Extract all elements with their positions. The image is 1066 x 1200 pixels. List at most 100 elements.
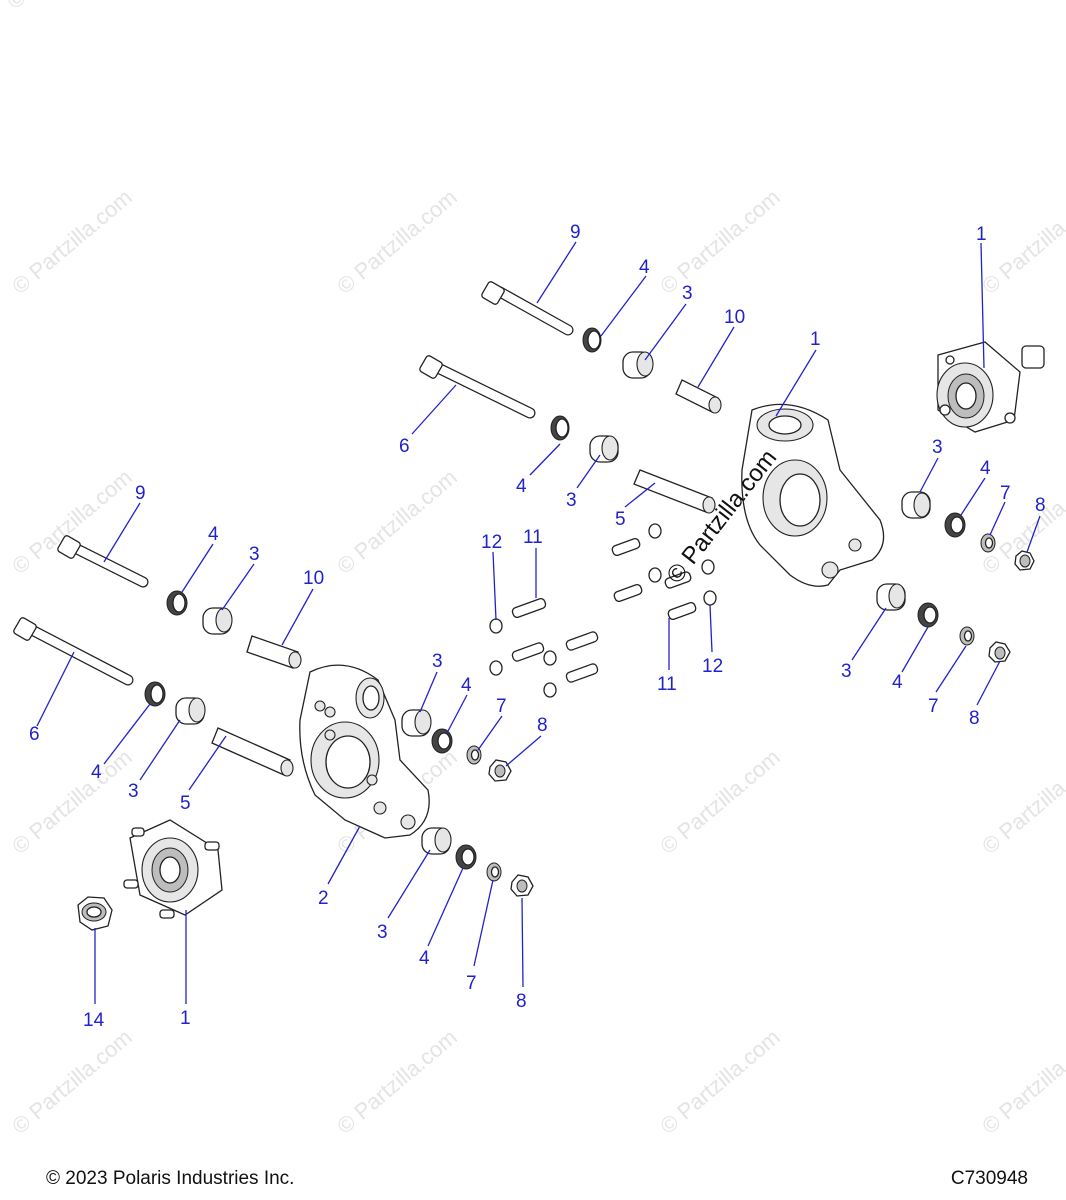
bushing-3	[401, 709, 432, 737]
bushing-3	[589, 435, 619, 463]
callout-4: 4	[419, 948, 430, 969]
bolt-6-upper	[419, 355, 536, 419]
callout-12: 12	[702, 656, 723, 677]
callout-3: 3	[566, 490, 577, 511]
callout-11: 11	[523, 527, 543, 548]
center-hardware	[489, 523, 717, 698]
callout-8: 8	[969, 708, 980, 729]
knuckle-2	[299, 664, 430, 839]
callout-12: 12	[481, 532, 502, 553]
washer-12	[543, 682, 557, 698]
watermark: © Partzilla.com	[977, 744, 1066, 858]
callout-4: 4	[208, 524, 219, 545]
washer-12	[648, 567, 662, 583]
callout-6: 6	[29, 724, 40, 745]
bushing-3	[901, 491, 931, 519]
watermark: © Partzilla.com	[332, 464, 462, 578]
callout-3: 3	[432, 651, 443, 672]
diagram-code: C730948	[950, 1168, 1028, 1189]
sleeve-10	[675, 379, 722, 414]
axle-nut-14	[77, 896, 113, 931]
watermark: © Partzilla.com	[977, 184, 1066, 298]
callout-3: 3	[682, 283, 693, 304]
callout-7: 7	[466, 973, 477, 994]
bolt-9-lower	[57, 535, 149, 588]
bushing-3	[876, 583, 906, 611]
sleeve-5-lower	[211, 727, 294, 777]
callout-6: 6	[399, 436, 410, 457]
screw-11	[611, 537, 641, 557]
callout-4: 4	[639, 257, 650, 278]
screw-11	[613, 583, 643, 603]
callout-3: 3	[932, 437, 943, 458]
watermark: © Partzilla.com	[332, 184, 462, 298]
nut-8	[1014, 550, 1035, 571]
knuckle-13	[741, 403, 885, 587]
screw-11	[664, 571, 692, 589]
screw-11	[511, 642, 545, 662]
screw-11	[667, 601, 697, 621]
callout-7: 7	[928, 696, 939, 717]
callout-2: 2	[318, 888, 329, 909]
callout-1: 1	[180, 1008, 191, 1029]
sleeve-5-upper	[633, 469, 716, 514]
callout-8: 8	[516, 991, 527, 1012]
watermark: © Partzilla.com	[655, 184, 785, 298]
screw-11	[511, 597, 547, 619]
watermark: © Partzilla.com	[655, 744, 785, 858]
sleeve-10	[246, 635, 302, 669]
nut-8	[988, 641, 1011, 663]
watermark: © Partzilla.com	[7, 184, 137, 298]
callout-labels: 9 4 3 10 1 1 6 4 3 5 3 4 7 8 11 12 12 11…	[29, 222, 1046, 1031]
wheel-hub-1-lower	[123, 819, 223, 919]
nut-8	[510, 874, 534, 897]
callout-4: 4	[516, 476, 527, 497]
watermark: © Partzilla.com	[7, 744, 137, 858]
nut-8	[488, 759, 512, 782]
bushing-3	[421, 827, 452, 855]
washer-12	[489, 660, 503, 676]
bushing-3	[202, 607, 233, 635]
callout-3: 3	[249, 544, 260, 565]
watermark: © Partzilla.com	[7, 464, 137, 578]
callout-3: 3	[841, 661, 852, 682]
callout-11: 11	[657, 674, 677, 695]
washer-12	[489, 618, 503, 634]
watermark: © Partzilla.com	[7, 1024, 137, 1138]
callout-5: 5	[180, 793, 191, 814]
wheel-hub-1-upper	[936, 341, 1045, 433]
callout-4: 4	[892, 672, 903, 693]
callout-3: 3	[377, 922, 388, 943]
bushing-3	[175, 697, 206, 725]
watermark: © Partzilla.com	[332, 1024, 462, 1138]
bushing-3	[622, 351, 654, 379]
callout-5: 5	[615, 509, 626, 530]
callout-8: 8	[1035, 495, 1046, 516]
callout-10: 10	[303, 568, 324, 589]
upper-assembly	[419, 281, 1045, 663]
callout-4: 4	[461, 675, 472, 696]
callout-9: 9	[135, 483, 146, 504]
callout-7: 7	[496, 696, 507, 717]
callout-10: 10	[724, 307, 745, 328]
callout-8: 8	[537, 715, 548, 736]
callout-1: 1	[976, 224, 987, 245]
watermark: © Partzilla.com	[977, 1024, 1066, 1138]
washer-12	[543, 650, 557, 666]
washer-12	[648, 523, 662, 539]
washer-12	[703, 590, 717, 606]
watermark-layer: © Partzilla.com © Partzilla.com © Partzi…	[2, 0, 1066, 1139]
bolt-9-upper	[481, 281, 574, 336]
callout-4: 4	[980, 458, 991, 479]
lower-assembly	[13, 535, 534, 931]
callout-9: 9	[570, 222, 581, 243]
copyright-notice: © 2023 Polaris Industries Inc.	[46, 1168, 295, 1189]
leader-lines	[36, 241, 1041, 1004]
screw-11	[565, 631, 599, 651]
callout-13: 1	[810, 329, 821, 350]
callout-7: 7	[1000, 483, 1011, 504]
callout-4: 4	[91, 762, 102, 783]
screw-11	[565, 663, 599, 683]
callout-3: 3	[128, 781, 139, 802]
